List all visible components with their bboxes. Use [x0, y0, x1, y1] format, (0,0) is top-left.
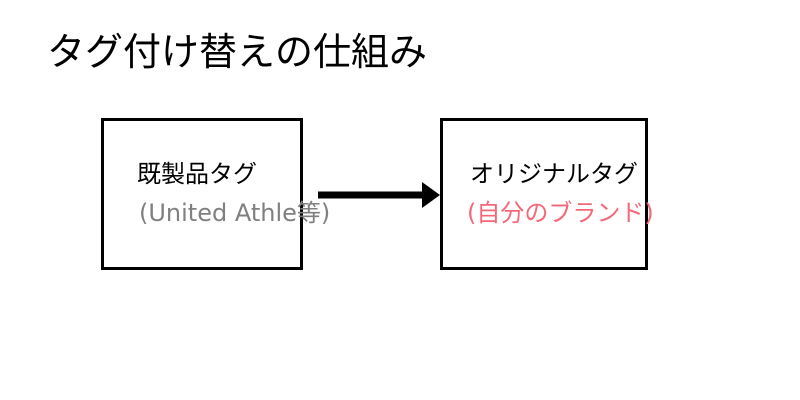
flow-arrow: [314, 178, 446, 214]
diagram-node-target[interactable]: [440, 118, 648, 270]
target-node-primary-label: オリジナルタグ: [470, 160, 638, 188]
source-node-secondary-label: (United Athle等): [139, 199, 331, 227]
source-node-primary-label: 既製品タグ: [137, 160, 257, 188]
page-title: タグ付け替えの仕組み: [47, 30, 428, 74]
target-node-secondary-label: (自分のブランド): [467, 199, 654, 227]
arrow-right-icon: [318, 182, 440, 208]
diagram-node-source[interactable]: [101, 118, 303, 270]
